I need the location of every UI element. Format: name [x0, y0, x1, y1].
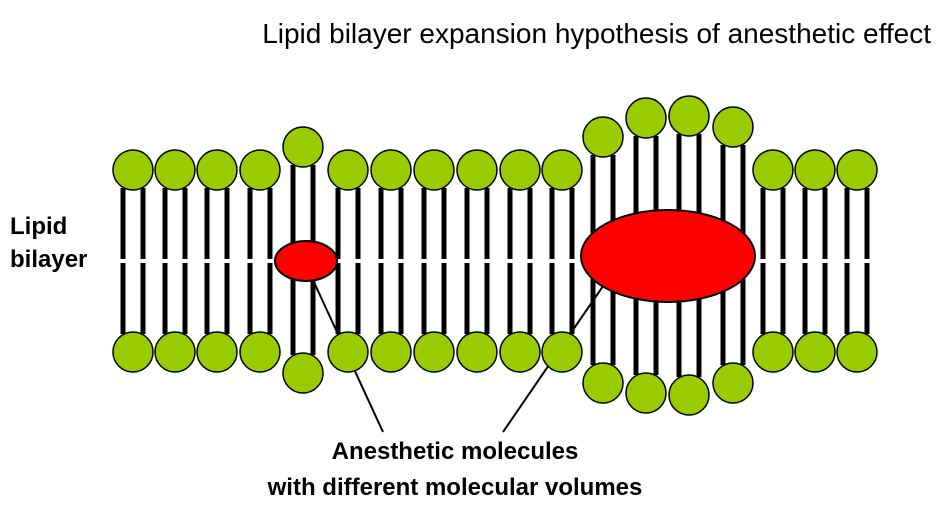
- upper-lipid-head: [196, 149, 238, 191]
- upper-lipid-head: [625, 97, 667, 139]
- upper-lipid-head: [668, 95, 710, 137]
- caption: Anesthetic molecules with different mole…: [190, 434, 720, 506]
- upper-lipid-head: [239, 149, 281, 191]
- lower-lipid-head: [499, 331, 541, 373]
- lipid-bilayer-label: Lipid bilayer: [10, 210, 120, 276]
- upper-lipid-head: [794, 149, 836, 191]
- upper-lipid-head: [582, 116, 624, 158]
- upper-lipid-head: [370, 149, 412, 191]
- diagram-title: Lipid bilayer expansion hypothesis of an…: [262, 18, 931, 49]
- lower-lipid-head: [282, 352, 324, 394]
- upper-lipid-head: [836, 149, 878, 191]
- lower-lipid-head: [836, 331, 878, 373]
- upper-lipid-head: [112, 149, 154, 191]
- lower-lipid-head: [413, 331, 455, 373]
- upper-lipid-head: [541, 149, 583, 191]
- upper-lipid-head: [413, 149, 455, 191]
- lower-lipid-head: [582, 362, 624, 404]
- anesthetic-molecule-small: [274, 240, 338, 282]
- upper-lipid-head: [456, 149, 498, 191]
- lipid-bilayer-label-line1: Lipid: [10, 213, 68, 240]
- upper-lipid-head: [327, 149, 369, 191]
- caption-line1: Anesthetic molecules: [331, 438, 579, 465]
- lower-lipid-head: [456, 331, 498, 373]
- lipid-bilayer-label-line2: bilayer: [10, 246, 88, 273]
- lipid-heads: [112, 95, 878, 416]
- upper-lipid-head: [712, 106, 754, 148]
- lower-lipid-head: [239, 331, 281, 373]
- lower-lipid-head: [625, 372, 667, 414]
- caption-line2: with different molecular volumes: [267, 474, 643, 501]
- lower-lipid-head: [154, 331, 196, 373]
- upper-lipid-head: [154, 149, 196, 191]
- lower-lipid-head: [196, 331, 238, 373]
- lower-lipid-head: [752, 331, 794, 373]
- anesthetic-molecule-large: [580, 209, 756, 303]
- upper-lipid-head: [752, 149, 794, 191]
- lower-lipid-head: [327, 331, 369, 373]
- lower-lipid-head: [794, 331, 836, 373]
- lower-lipid-head: [712, 362, 754, 404]
- upper-lipid-head: [499, 149, 541, 191]
- lower-lipid-head: [541, 331, 583, 373]
- lower-lipid-head: [370, 331, 412, 373]
- lower-lipid-head: [112, 331, 154, 373]
- lower-lipid-head: [668, 374, 710, 416]
- upper-lipid-head: [282, 126, 324, 168]
